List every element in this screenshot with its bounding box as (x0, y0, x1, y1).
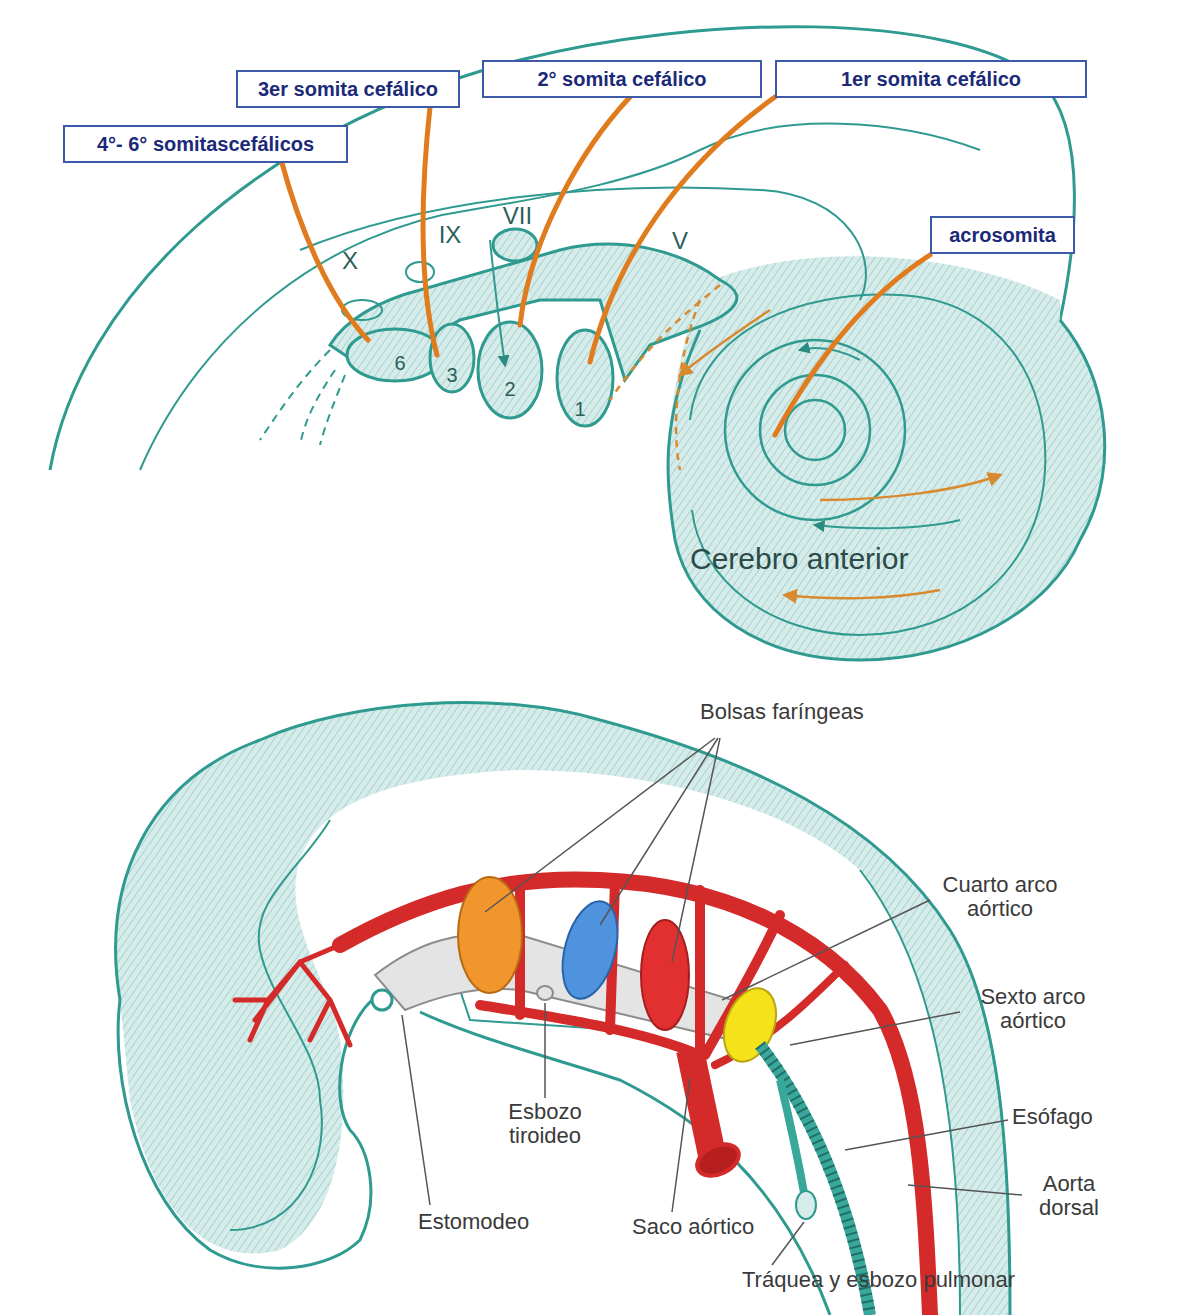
somite-leader (775, 255, 930, 435)
leader-line (790, 1012, 960, 1045)
embryo-outline (116, 703, 1010, 1315)
leader-line (908, 1185, 1022, 1195)
somite-leader (423, 107, 437, 355)
leader-line (402, 1015, 430, 1205)
embryo-hatched-region (116, 703, 1010, 1315)
neural-tube-line (140, 124, 980, 470)
part-label: Aorta dorsal (1024, 1172, 1114, 1220)
part-label: Saco aórtico (632, 1215, 782, 1239)
leader-line (722, 900, 930, 1000)
leader-line (772, 1222, 804, 1265)
box-text: 2° somita cefálico (537, 68, 706, 91)
migration-arrow (820, 475, 1000, 500)
part-label: Esófago (1012, 1105, 1122, 1129)
part-label: Bolsas faríngeas (700, 700, 900, 724)
part-label: Tráquea y esbozo pulmonar (742, 1268, 1082, 1292)
migration-arrow (785, 590, 940, 598)
migration-arrow (490, 240, 505, 365)
label-box: 4°- 6° somitascefálicos (63, 125, 348, 163)
optic-ring (785, 400, 845, 460)
part-label: Estomodeo (418, 1210, 558, 1234)
leader-line (672, 738, 720, 962)
pharyngeal-arch-1 (557, 330, 613, 426)
label-box: 1er somita cefálico (775, 60, 1087, 98)
dashed-pathway (610, 285, 720, 400)
cranial-nerve-numeral: X (330, 248, 370, 274)
artery-branch (235, 945, 350, 1045)
pharyngeal-pouch (458, 877, 522, 993)
leader-line (485, 738, 715, 912)
aortic-arch (695, 890, 705, 1055)
pharyngeal-arch-2 (478, 322, 542, 418)
thyroid-bud (537, 986, 553, 1000)
trachea (780, 1080, 805, 1198)
pharyngeal-arch-3 (430, 324, 474, 392)
part-label: Cerebro anterior (690, 542, 970, 575)
box-text: acrosomita (949, 224, 1056, 247)
part-label: Esbozo tiroideo (495, 1100, 595, 1148)
aortic-sac-opening (692, 1138, 744, 1182)
leader-line (544, 1003, 546, 1098)
dashed-pathway (676, 300, 700, 470)
dorsal-aorta (340, 879, 930, 1315)
arch-number: 2 (498, 378, 522, 400)
pharyngeal-pouch (641, 920, 689, 1030)
aortic-sac (690, 1050, 712, 1155)
cranial-nerve-numeral: VII (490, 203, 545, 229)
cranial-nerve-numeral: IX (425, 222, 475, 248)
leader-line (672, 1078, 690, 1212)
dashed-contour (300, 370, 335, 445)
somite-leader (590, 97, 775, 362)
cranial-nerve-numeral: V (665, 228, 695, 254)
pharyngeal-pouch (553, 895, 627, 1005)
forebrain-inner-outline (690, 295, 1045, 635)
stomodeum-fold (372, 990, 392, 1010)
ganglion-outline (406, 262, 434, 282)
arch-number: 6 (388, 352, 412, 374)
dashed-contour (320, 375, 345, 445)
migration-arrow (815, 520, 960, 528)
part-label: Sexto arco aórtico (958, 985, 1108, 1033)
box-text: 3er somita cefálico (258, 78, 438, 101)
forebrain-outline (668, 320, 1105, 660)
otic-vesicle (493, 229, 537, 261)
label-box: 2° somita cefálico (482, 60, 762, 98)
migration-arrow (680, 310, 770, 375)
label-box: 3er somita cefálico (236, 70, 460, 108)
lung-bud (796, 1191, 816, 1219)
label-box: acrosomita (930, 216, 1075, 254)
arch-number: 3 (440, 364, 464, 386)
head-hatched-region (668, 256, 1105, 660)
box-text: 4°- 6° somitascefálicos (97, 133, 314, 156)
leader-line (845, 1120, 1008, 1150)
part-label: Cuarto arco aórtico (920, 873, 1080, 921)
arch-number: 1 (568, 398, 592, 420)
box-text: 1er somita cefálico (841, 68, 1021, 91)
